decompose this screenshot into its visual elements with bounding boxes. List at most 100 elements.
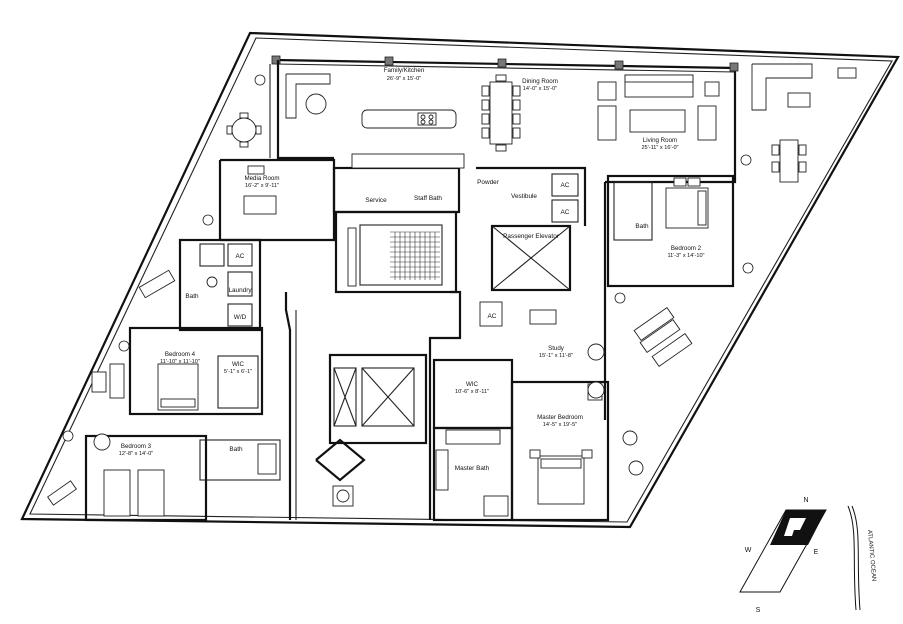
master-bed-pillows bbox=[540, 458, 582, 469]
room-label-bedroom-3: Bedroom 3 bbox=[121, 443, 152, 450]
ac-closet-2 bbox=[551, 199, 579, 223]
tag-laundry: Laundry bbox=[228, 287, 252, 294]
tag-ac-3: AC bbox=[488, 313, 497, 320]
room-dims-dining: 14'-0" x 15'-0" bbox=[523, 86, 557, 92]
bedroom-3-bed-1 bbox=[103, 469, 131, 517]
tag-bath-bedroom-2: Bath bbox=[635, 223, 649, 230]
tag-ac-4: AC bbox=[236, 253, 245, 260]
east-loungers bbox=[633, 306, 693, 368]
tag-bath-west: Bath bbox=[185, 293, 199, 300]
dining-table bbox=[489, 81, 513, 145]
service-block bbox=[332, 166, 461, 214]
compass-s: S bbox=[756, 607, 761, 614]
vestibule-walls bbox=[476, 166, 587, 226]
stair-shaft-strip bbox=[347, 227, 357, 287]
room-dims-master-bedroom: 14'-5" x 19'-5" bbox=[543, 422, 577, 428]
room-dims-bedroom-3: 12'-8" x 14'-0" bbox=[119, 451, 153, 457]
dining-chairs bbox=[481, 74, 521, 152]
room-dims-bedroom-2: 11'-3" x 14'-10" bbox=[667, 253, 704, 259]
room-dims-study: 15'-1" x 11'-8" bbox=[539, 353, 573, 359]
room-dims-bedroom-4: 11'-10" x 11'-10" bbox=[160, 359, 200, 365]
ocean-shoreline-2 bbox=[851, 505, 861, 611]
bedroom-4-walls bbox=[128, 326, 264, 416]
living-sofa-back bbox=[624, 74, 694, 83]
master-shower bbox=[483, 495, 509, 517]
room-label-family-kitchen: Family/Kitchen bbox=[384, 67, 425, 74]
stair-inner bbox=[359, 224, 443, 286]
compass-e: E bbox=[814, 549, 819, 556]
plant-icons bbox=[62, 74, 754, 442]
living-side-table bbox=[704, 81, 720, 97]
column-4 bbox=[614, 60, 624, 70]
room-label-wic-master: WIC bbox=[466, 381, 479, 388]
room-dims-living: 25'-11" x 16'-0" bbox=[641, 145, 678, 151]
terrace-east-sofa bbox=[751, 63, 813, 111]
room-label-wic-small: WIC bbox=[232, 361, 245, 368]
room-label-study: Study bbox=[548, 345, 565, 352]
stair-core bbox=[334, 210, 458, 294]
tag-vestibule: Vestibule bbox=[511, 193, 537, 200]
tag-ac-2: AC bbox=[561, 209, 570, 216]
service-elevator-block bbox=[328, 353, 428, 445]
room-label-media: Media Room bbox=[244, 175, 279, 182]
elevator-x2 bbox=[491, 225, 571, 291]
media-room-walls bbox=[220, 158, 336, 242]
ocean-shoreline bbox=[847, 505, 857, 611]
tag-service: Service bbox=[365, 197, 387, 204]
bedroom-2-nightstand-2 bbox=[687, 177, 701, 187]
ac-closet-1 bbox=[551, 173, 579, 197]
family-round-table bbox=[305, 93, 327, 115]
tag-staff-bath: Staff Bath bbox=[414, 195, 442, 202]
study-desk bbox=[529, 309, 557, 325]
living-armchair-1 bbox=[597, 81, 617, 101]
tag-ac-1: AC bbox=[561, 182, 570, 189]
column-5 bbox=[729, 62, 739, 72]
corridor-wall bbox=[428, 290, 462, 520]
room-label-bedroom-4: Bedroom 4 bbox=[165, 351, 196, 358]
room-label-dining: Dining Room bbox=[522, 78, 558, 85]
bedroom-4-wic bbox=[217, 355, 259, 409]
bedroom-2-pillows bbox=[697, 190, 707, 226]
room-dims-media: 16'-2" x 9'-11" bbox=[245, 183, 279, 189]
room-label-bedroom-2: Bedroom 2 bbox=[671, 245, 702, 252]
column-2 bbox=[384, 56, 394, 66]
room-dims-family-kitchen: 26'-9" x 15'-0" bbox=[387, 76, 421, 82]
cooktop bbox=[417, 112, 437, 126]
tag-bath-bedroom-3: Bath bbox=[229, 446, 243, 453]
living-armchair-2 bbox=[597, 105, 617, 141]
family-sectional bbox=[285, 73, 331, 119]
tag-powder: Powder bbox=[477, 179, 500, 186]
compass-n: N bbox=[803, 497, 808, 504]
central-corridor-west bbox=[284, 292, 292, 520]
compass-w: W bbox=[745, 547, 752, 554]
bedroom-3-bath bbox=[199, 439, 281, 481]
column-1 bbox=[271, 55, 281, 65]
living-table bbox=[629, 109, 686, 133]
bedroom-2-bath bbox=[613, 181, 653, 241]
north-wall-line bbox=[275, 63, 736, 73]
terrace-table-west bbox=[231, 117, 257, 143]
kitchen-island bbox=[361, 109, 457, 129]
bedroom-2-walls bbox=[606, 174, 735, 288]
master-tub bbox=[445, 429, 501, 445]
tag-wd: W/D bbox=[234, 314, 247, 321]
kitchen-counter bbox=[351, 153, 465, 169]
compass-rose bbox=[739, 509, 827, 593]
service-elevator bbox=[361, 367, 415, 427]
master-bath bbox=[432, 426, 514, 522]
ocean-label: ATLANTIC OCEAN bbox=[866, 530, 876, 582]
room-dims-wic-small: 5'-1" x 6'-1" bbox=[224, 369, 252, 375]
tag-master-bath: Master Bath bbox=[455, 465, 490, 472]
building-outline-inner bbox=[29, 37, 893, 523]
tag-passenger-elevator: Passenger Elevator bbox=[503, 233, 560, 240]
passenger-elevator bbox=[490, 224, 572, 292]
room-dims-wic-master: 10'-6" x 8'-11" bbox=[455, 389, 489, 395]
stair-treads bbox=[390, 231, 440, 280]
family-west-wall bbox=[276, 60, 334, 160]
building-outline bbox=[20, 31, 900, 529]
bedroom-3-walls bbox=[84, 434, 208, 522]
room-label-living: Living Room bbox=[643, 137, 677, 144]
column-3 bbox=[497, 58, 507, 68]
room-label-master-bedroom: Master Bedroom bbox=[537, 414, 583, 421]
